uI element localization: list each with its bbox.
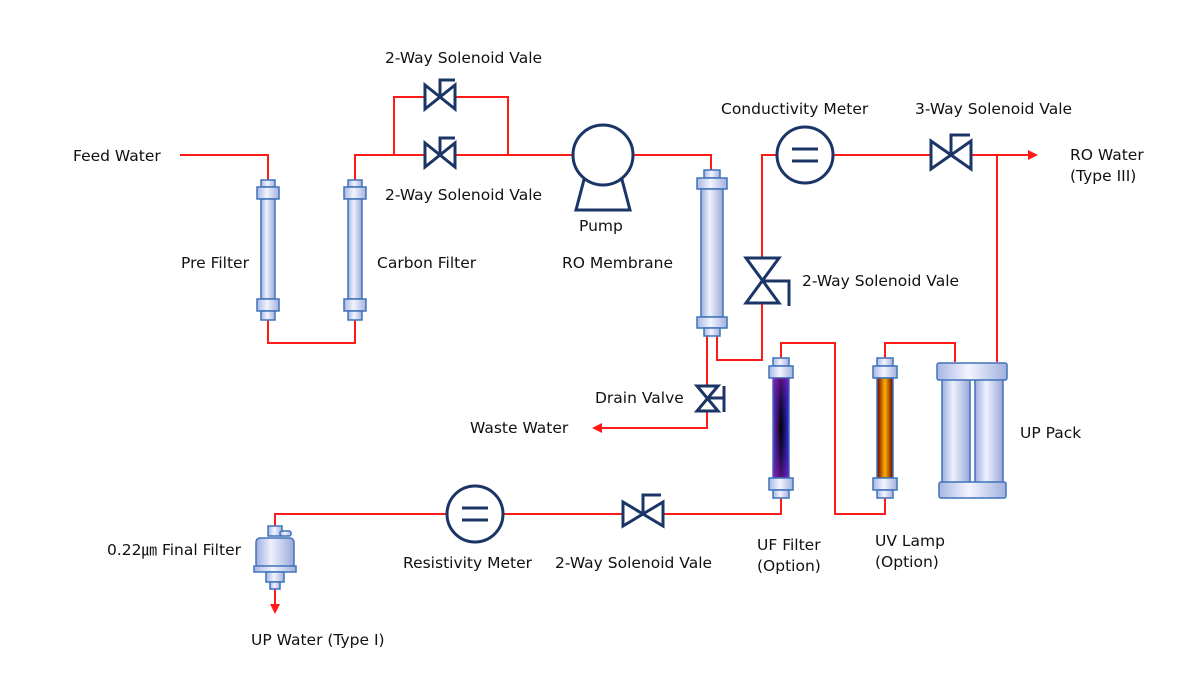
resistivity-meter-icon: [445, 484, 505, 544]
carbon-filter: [343, 179, 367, 321]
label-waste-water: Waste Water: [470, 419, 569, 437]
label-ro-water: RO Water: [1070, 146, 1144, 164]
labels: Feed Water Pre Filter Carbon Filter 2-Wa…: [73, 49, 1144, 649]
solenoid-valve-bottom-icon: [423, 136, 457, 171]
solenoid-valve-top-icon: [423, 78, 457, 113]
conductivity-meter-icon: [775, 125, 835, 185]
label-feed-water: Feed Water: [73, 147, 161, 165]
label-pre-filter: Pre Filter: [181, 254, 250, 272]
feed-pipe: [180, 154, 269, 182]
label-valve-final: 2-Way Solenoid Vale: [555, 554, 712, 572]
label-three-way-valve: 3-Way Solenoid Vale: [915, 100, 1072, 118]
uv-lamp: [872, 357, 898, 499]
drain-pipe: [592, 335, 708, 433]
final-filter: [253, 525, 297, 590]
pre-filter: [256, 179, 280, 321]
pump-ro-pipe: [633, 154, 712, 172]
ro-membrane: [696, 169, 728, 337]
label-up-pack: UP Pack: [1020, 424, 1081, 442]
carbon-pump-pipe: [354, 154, 574, 182]
up-pack: [936, 362, 1008, 499]
label-uv-lamp: UV Lamp: [875, 532, 945, 550]
label-drain-valve: Drain Valve: [595, 389, 684, 407]
label-valve-recirc: 2-Way Solenoid Vale: [802, 272, 959, 290]
final-line-pipe: [274, 498, 782, 530]
label-valve-bypass-top: 2-Way Solenoid Vale: [385, 49, 542, 67]
solenoid-valve-recirc-icon: [743, 256, 791, 306]
label-resistivity-meter: Resistivity Meter: [403, 554, 533, 572]
label-ro-water-type: (Type III): [1070, 167, 1136, 185]
uf-filter: [768, 357, 794, 499]
label-valve-bypass-bottom: 2-Way Solenoid Vale: [385, 186, 542, 204]
label-uv-lamp-option: (Option): [875, 553, 939, 571]
prefilter-carbon-pipe: [267, 320, 356, 344]
label-uf-filter-option: (Option): [757, 557, 821, 575]
pipes: [180, 96, 1038, 614]
pump-icon: [571, 123, 635, 212]
label-final-filter: 0.22㎛ Final Filter: [107, 541, 242, 559]
label-up-water: UP Water (Type I): [251, 631, 385, 649]
label-carbon-filter: Carbon Filter: [377, 254, 477, 272]
label-uf-filter: UF Filter: [757, 536, 821, 554]
solenoid-valve-final-icon: [621, 493, 665, 529]
recirc-pipe: [716, 154, 777, 361]
uf-top-pipe: [780, 342, 886, 515]
uv-uppack-pipe: [884, 342, 956, 362]
drain-valve-icon: [693, 384, 726, 413]
label-pump: Pump: [579, 217, 623, 235]
label-conductivity-meter: Conductivity Meter: [721, 100, 869, 118]
three-way-valve-icon: [929, 133, 973, 172]
label-ro-membrane: RO Membrane: [562, 254, 673, 272]
